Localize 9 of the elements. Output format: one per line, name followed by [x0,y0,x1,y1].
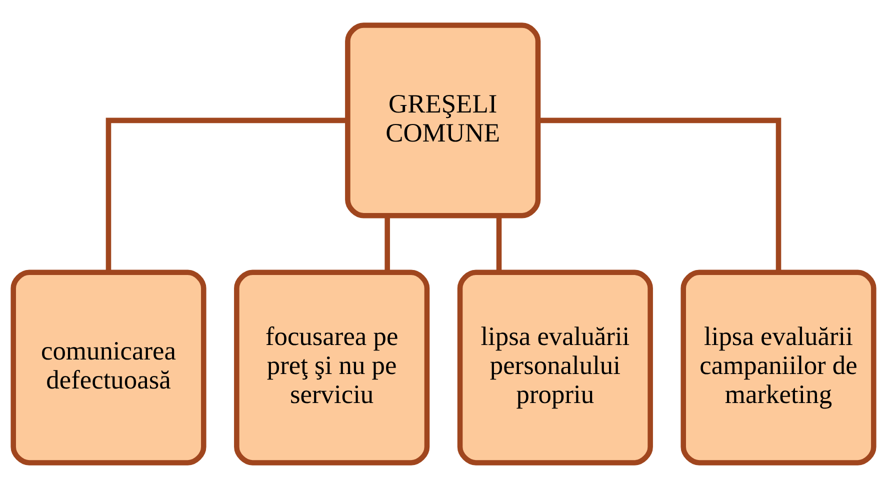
connector [384,215,390,272]
node-box: comunicarea defectuoasă [10,269,206,465]
connector [106,117,348,272]
node-box: lipsa evaluării personalului propriu [457,269,653,465]
node-box: focusarea pe preţ şi nu pe serviciu [234,269,430,465]
connector [538,117,782,272]
node-box: lipsa evaluării campaniilor de marketing [680,269,876,465]
connector [496,215,502,272]
node-box: GREŞELI COMUNE [345,22,541,218]
